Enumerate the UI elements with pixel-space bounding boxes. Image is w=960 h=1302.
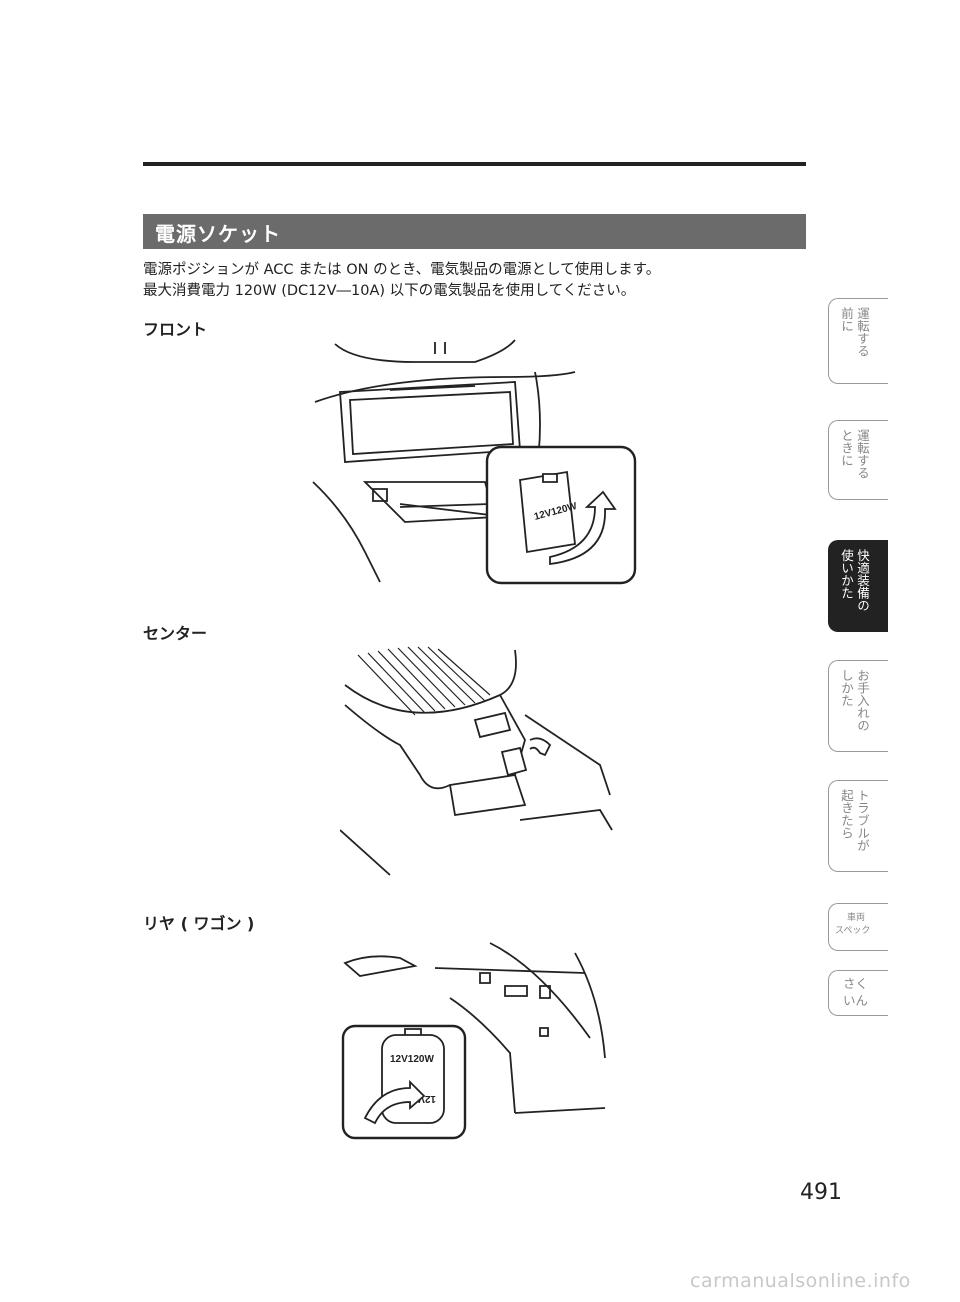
tab-vehicle-specs[interactable]: 車両 スペック	[828, 903, 888, 951]
tab-maintenance-label-1: しかた	[839, 669, 854, 707]
tab-while-driving[interactable]: ときに 運転する	[828, 420, 888, 500]
tab-while-driving-label-2: 運転する	[855, 429, 870, 479]
tab-before-driving-label-2: 運転する	[855, 307, 870, 357]
tab-vehicle-specs-label-1: 車両	[847, 913, 866, 923]
intro-text: 電源ポジションが ACC または ON のとき、電気製品の電源として使用します。…	[143, 260, 823, 302]
page-number: 491	[800, 1180, 842, 1205]
tab-troubleshooting-label-1: 起きたら	[839, 789, 854, 839]
heading-rear: リヤ ( ワゴン )	[143, 914, 255, 933]
tab-index-label-2: いん	[843, 993, 869, 1008]
intro-line-1: 電源ポジションが ACC または ON のとき、電気製品の電源として使用します。	[143, 262, 661, 278]
tab-comfort-equipment[interactable]: 使いかた 快適装備の	[828, 540, 888, 632]
tab-vehicle-specs-label-2: スペック	[835, 926, 871, 936]
tab-while-driving-label-1: ときに	[839, 429, 854, 467]
section-title: 電源ソケット	[155, 222, 281, 246]
center-socket-illustration	[340, 646, 613, 876]
tab-troubleshooting[interactable]: 起きたら トラブルが	[828, 780, 888, 872]
rear-socket-illustration: 12V120W 12V120W	[341, 942, 606, 1140]
tab-index-label-1: さく	[843, 976, 869, 991]
top-rule	[143, 162, 806, 166]
tab-comfort-equipment-label-2: 快適装備の	[855, 549, 870, 612]
tab-maintenance[interactable]: しかた お手入れの	[828, 660, 888, 752]
tab-maintenance-label-2: お手入れの	[855, 669, 870, 732]
tab-before-driving-label-1: 前に	[839, 307, 854, 332]
tab-index[interactable]: さく いん	[828, 970, 888, 1016]
tab-before-driving[interactable]: 前に 運転する	[828, 298, 888, 384]
rear-socket-label: 12V120W	[390, 1054, 434, 1065]
section-header: 電源ソケット	[143, 214, 806, 249]
heading-front: フロント	[143, 320, 208, 339]
watermark: carmanualsonline.info	[690, 1270, 911, 1292]
intro-line-2: 最大消費電力 120W (DC12V―10A) 以下の電気製品を使用してください…	[143, 283, 636, 299]
tab-troubleshooting-label-2: トラブルが	[855, 789, 870, 852]
tab-comfort-equipment-label-1: 使いかた	[839, 549, 854, 599]
front-socket-illustration: 12V120W	[312, 339, 637, 585]
heading-center: センター	[143, 624, 208, 643]
